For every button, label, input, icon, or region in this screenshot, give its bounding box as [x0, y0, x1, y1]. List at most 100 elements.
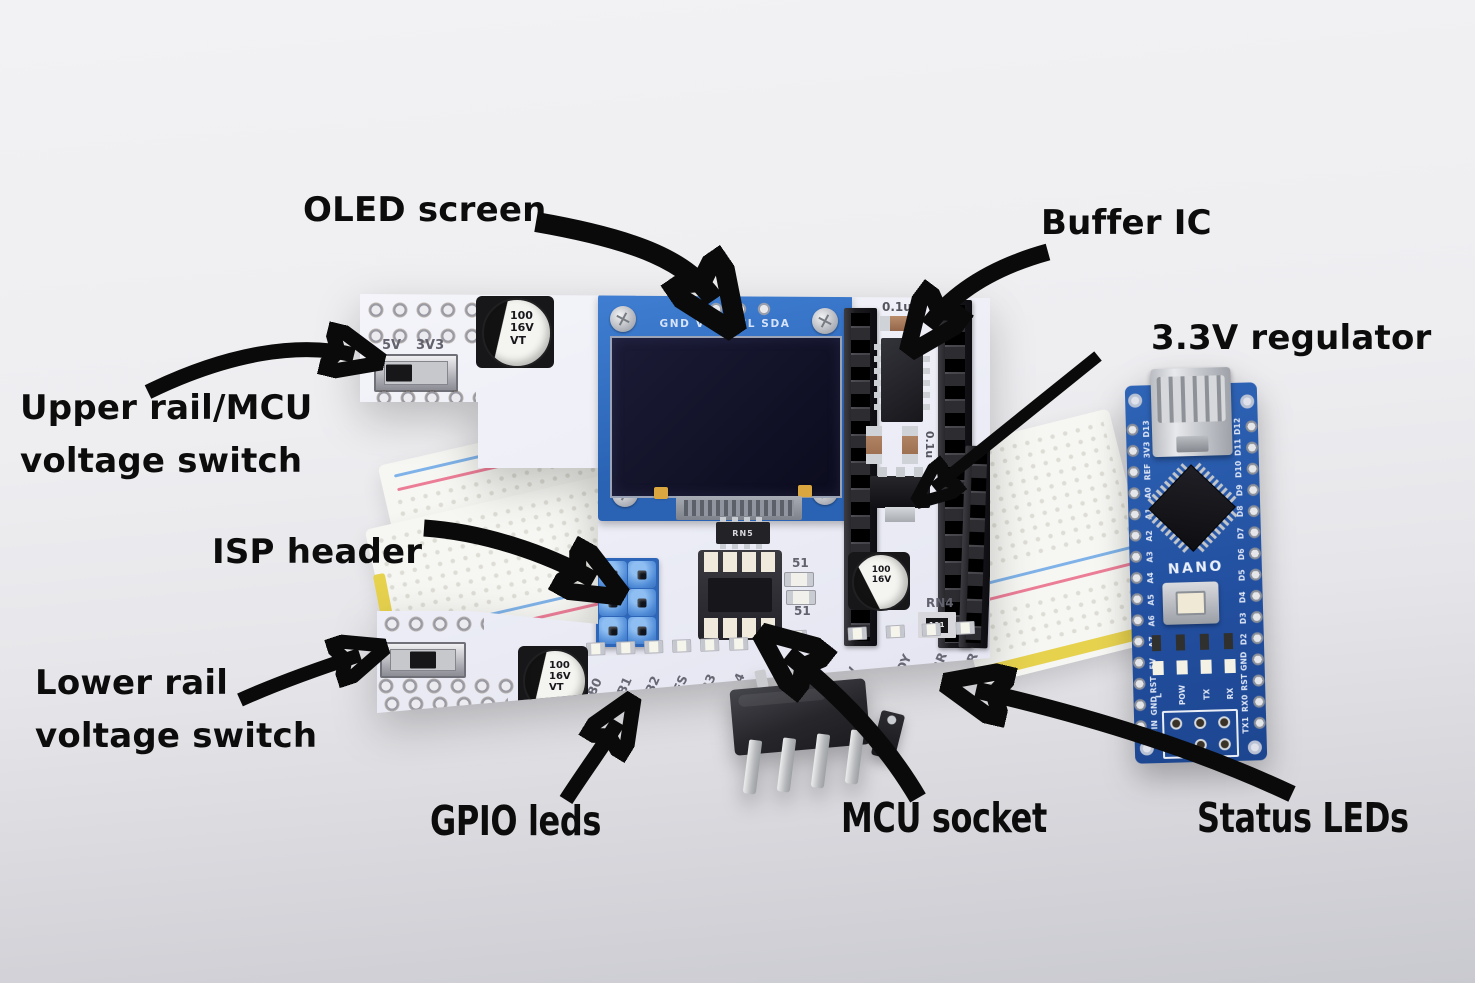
isp-pin — [599, 561, 627, 588]
isp-pin — [628, 589, 656, 616]
socket-cavity — [708, 578, 772, 612]
resistor-51 — [786, 590, 816, 605]
status-led: L/ERR — [914, 622, 950, 693]
reset-button[interactable] — [1162, 581, 1220, 625]
capacitor-can: 100 16V VT — [482, 298, 552, 368]
regulator-3v3 — [870, 467, 930, 522]
oled-pin-silk: GND VCC SCL SDA — [659, 318, 791, 330]
status-silk: L/WR — [953, 650, 981, 690]
led-chip — [885, 624, 906, 639]
isp-pin — [1218, 738, 1231, 751]
rn4-silk: RN4 — [926, 596, 954, 610]
isp-pin — [1218, 716, 1231, 729]
smd-capacitor — [880, 316, 918, 331]
capacitor-marking: 100 16V VT — [549, 660, 571, 694]
led-chip — [847, 626, 868, 641]
gpio-silk: PB3 — [693, 671, 719, 703]
socket-pins — [704, 552, 776, 572]
led-chip — [586, 642, 606, 656]
gpio-led: PB1 — [609, 641, 637, 706]
arduino-nano-board[interactable]: D13 3V3 REF A0 A1 A2 A3 A4 A5 A6 A7 5V R… — [1124, 366, 1268, 764]
switch-3v3-silk: 3V3 — [416, 338, 445, 353]
isp-pin — [1170, 717, 1183, 730]
resistor-row — [1151, 632, 1245, 652]
capacitor-marking: 100 16V VT — [510, 309, 534, 347]
socket-pins — [704, 618, 776, 638]
tape-bit — [798, 485, 812, 497]
smd-capacitor — [902, 426, 918, 464]
status-silk: L/ERR — [920, 650, 950, 694]
gpio-silk: PB1 — [609, 674, 635, 706]
cap-0u1-silk: 0.1u — [882, 300, 912, 314]
isp-pin — [628, 561, 656, 588]
isp-header[interactable] — [596, 558, 659, 647]
tape-bit — [654, 487, 668, 499]
r51-silk: 51 — [792, 556, 809, 570]
smd-capacitor — [866, 426, 882, 464]
chip-leg — [790, 665, 805, 685]
led-l-silk: L — [1153, 692, 1163, 698]
mini-usb-connector[interactable] — [1150, 366, 1233, 458]
isp-pin — [599, 617, 627, 644]
gpio-led: RES — [665, 639, 693, 704]
isp-pin — [1194, 738, 1207, 752]
status-silk: L/RDY — [884, 651, 915, 696]
buffer-ic-chip — [874, 338, 930, 422]
upper-switch-label: Upper rail/MCU voltage switch — [20, 388, 313, 481]
resistor-51 — [784, 572, 814, 587]
led-chip — [616, 641, 636, 655]
gpio-leds-label: GPIO leds — [430, 797, 601, 845]
r51-silk: 51 — [794, 604, 811, 618]
regulator-label: 3.3V regulator — [1151, 318, 1432, 358]
gpio-led: PB2 — [637, 640, 665, 705]
gpio-arrow — [559, 722, 618, 805]
mcu-socket[interactable] — [698, 550, 782, 640]
solder-pads — [384, 616, 484, 642]
switch-5v-silk: 5V — [382, 338, 402, 353]
oled-screen-glass — [610, 336, 842, 498]
led-chip — [921, 622, 942, 637]
status-led: L/RDY — [879, 624, 914, 695]
oled-pin-pads — [684, 300, 780, 318]
oled-module: GND VCC SCL SDA — [598, 294, 852, 521]
regulator-leg — [878, 467, 887, 477]
breadboard-holes — [969, 571, 1152, 657]
header-strip — [958, 445, 990, 649]
lower-voltage-switch[interactable] — [380, 642, 466, 678]
led-chip — [671, 639, 692, 653]
led-tx-silk: TX — [1201, 688, 1212, 700]
gpio-led: PB3 — [693, 638, 721, 703]
led-pow-silk: POW — [1177, 684, 1188, 705]
led-chip — [644, 640, 664, 654]
rn5-silk: RN5 — [732, 528, 754, 538]
solder-pads — [376, 390, 476, 416]
isp-header-label: ISP header — [212, 532, 423, 572]
switch-knob[interactable] — [410, 651, 436, 669]
cap-0u1-silk: 0.1u — [923, 430, 937, 459]
screw-icon — [812, 308, 838, 334]
nano-isp-header[interactable] — [1161, 708, 1240, 759]
oled-arrow — [534, 212, 714, 300]
led-chip — [787, 629, 808, 644]
oled-ribbon-connector — [676, 496, 802, 520]
main-board-wrap: 5V 3V3 100 16V VT GND VCC SCL — [360, 294, 992, 716]
gpio-silk: PB2 — [637, 673, 663, 705]
gpio-silk: RES — [665, 672, 691, 704]
oled-screen-label: OLED screen — [303, 190, 547, 230]
capacitor-marking: 100 16V — [871, 565, 892, 586]
upper-voltage-switch[interactable] — [374, 354, 458, 392]
capacitor-can: 100 16V VT — [523, 649, 587, 713]
switch-knob[interactable] — [386, 364, 412, 382]
regulator-leg — [914, 467, 923, 477]
nano-led-row — [1152, 658, 1245, 676]
led-chip — [699, 638, 720, 652]
lower-switch-label: Lower rail voltage switch — [35, 663, 318, 756]
isp-pin1-silk: 1 — [1150, 737, 1157, 747]
solder-pads — [384, 696, 508, 713]
led-chip — [728, 637, 749, 651]
status-led: L/WR — [948, 620, 981, 689]
regulator-leg — [896, 467, 905, 477]
led-chip — [955, 620, 976, 635]
mcu-dip-chip[interactable] — [722, 665, 882, 808]
